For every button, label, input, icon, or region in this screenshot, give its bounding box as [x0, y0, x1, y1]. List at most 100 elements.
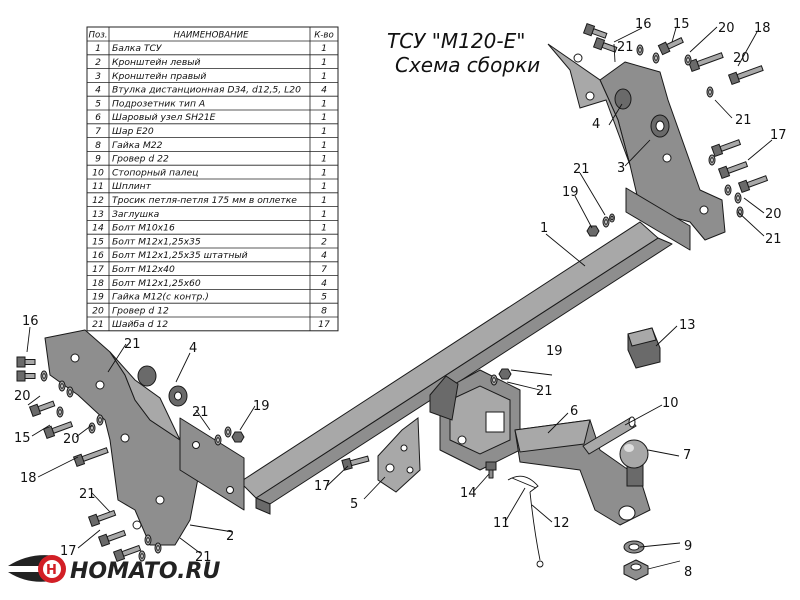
callout-5: 5	[350, 497, 358, 512]
callout-1: 1	[540, 221, 548, 236]
bolt-m12-stock	[582, 22, 608, 39]
diagram-subtitle: Схема сборки	[395, 53, 540, 77]
row-name: Гровер d 22	[112, 154, 169, 165]
row-name: Подрозетник тип А	[112, 98, 205, 109]
callout-17-right: 17	[770, 128, 787, 143]
spacer-sleeve-left	[137, 365, 188, 407]
callout-15-top: 15	[673, 17, 690, 32]
row-qty: 5	[321, 292, 327, 303]
right-bracket	[547, 43, 726, 241]
bolt-m12-stock	[16, 370, 36, 382]
bolt-m12-35	[28, 400, 56, 418]
washer	[724, 184, 732, 196]
row-pos: 18	[92, 278, 104, 289]
callout-21-bottom: 21	[195, 550, 212, 565]
nut-m12	[498, 368, 512, 380]
callout-20-left-2: 20	[63, 432, 80, 447]
row-name: Гровер d 12	[112, 305, 169, 316]
bolt-m12-60	[72, 447, 109, 468]
callout-21-left-top: 21	[124, 337, 141, 352]
row-name: Гайка М12(с контр.)	[112, 292, 209, 303]
table-row: 3 Кронштейн правый 1	[95, 71, 327, 82]
callout-9: 9	[684, 539, 692, 554]
row-name: Шар Е20	[112, 126, 154, 137]
bolt-m12-40	[737, 175, 769, 194]
row-pos: 16	[92, 250, 104, 261]
row-pos: 8	[95, 140, 101, 151]
callout-6: 6	[570, 404, 578, 419]
socket-plate	[377, 417, 421, 493]
row-name: Заглушка	[112, 209, 160, 220]
svg-text:H: H	[46, 563, 57, 578]
spacer-sleeve-right	[614, 88, 670, 138]
row-pos: 14	[92, 223, 104, 234]
row-pos: 5	[95, 98, 101, 109]
bolt-m12-60	[687, 52, 724, 73]
callout-21-mid: 21	[536, 384, 553, 399]
callout-labels: 1 2 3 4 4 5 6 7 8 9 10 11 12 13 14 15 15…	[14, 17, 787, 580]
washer	[66, 386, 74, 398]
row-qty: 1	[321, 181, 327, 192]
callout-7: 7	[683, 448, 691, 463]
row-pos: 21	[92, 319, 104, 330]
diagram-title: ТСУ "M120-E"	[387, 29, 525, 53]
row-pos: 15	[92, 236, 104, 247]
safety-cable	[529, 491, 544, 568]
row-name: Тросик петля-петля 175 мм в оплетке	[112, 195, 297, 206]
row-qty: 1	[321, 71, 327, 82]
row-pos: 1	[95, 43, 101, 54]
row-qty: 1	[321, 140, 327, 151]
row-qty: 4	[321, 85, 327, 96]
callout-16-left: 16	[22, 314, 39, 329]
callout-20-left: 20	[14, 389, 31, 404]
row-qty: 1	[321, 43, 327, 54]
callout-21-right: 21	[765, 232, 782, 247]
bolt-m12-40	[341, 455, 370, 471]
callout-21-left-mid: 21	[192, 405, 209, 420]
callout-16-top: 16	[635, 17, 652, 32]
row-pos: 3	[95, 71, 101, 82]
row-qty: 8	[321, 305, 327, 316]
row-name: Кронштейн левый	[112, 57, 200, 68]
row-qty: 7	[321, 264, 327, 275]
washer	[96, 414, 104, 426]
washer	[708, 154, 716, 166]
header-qty: К-во	[314, 31, 334, 41]
row-pos: 6	[95, 112, 101, 123]
callout-17-center: 17	[314, 479, 331, 494]
washer	[706, 86, 714, 98]
row-name: Болт М12х1,25х35	[112, 236, 201, 247]
bolt-m12-40	[717, 161, 749, 180]
locking-pin	[582, 416, 637, 455]
row-name: Кронштейн правый	[112, 71, 206, 82]
row-pos: 2	[95, 57, 101, 68]
leader-lines	[26, 26, 773, 570]
washer	[636, 44, 644, 56]
row-qty: 2	[321, 236, 327, 247]
row-qty: 1	[321, 195, 327, 206]
nut-m22	[623, 559, 649, 581]
callout-12: 12	[553, 516, 570, 531]
bolt-m12-40	[87, 509, 117, 528]
row-pos: 20	[92, 305, 104, 316]
row-qty: 1	[321, 98, 327, 109]
callout-13: 13	[679, 318, 696, 333]
ball-mount	[514, 419, 651, 526]
callout-20-top: 20	[718, 21, 735, 36]
row-qty: 1	[321, 223, 327, 234]
callout-19-top: 19	[562, 185, 579, 200]
brand-name: HOMATO.RU	[70, 559, 220, 584]
callout-11: 11	[493, 516, 510, 531]
bolt-m12-35	[657, 37, 684, 56]
